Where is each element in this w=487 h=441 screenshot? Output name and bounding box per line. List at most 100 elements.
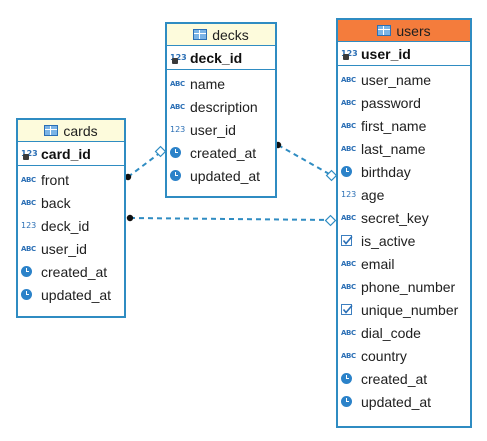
text-icon: ABC <box>341 328 356 337</box>
numeric-icon: 123 <box>341 190 357 199</box>
column-row[interactable]: 123 age <box>338 183 470 206</box>
text-icon: ABC <box>170 102 185 111</box>
column-label: last_name <box>361 140 426 157</box>
numeric-key-icon: 123 <box>170 53 187 64</box>
column-row[interactable]: ABC user_id <box>18 237 124 260</box>
table-grid-icon <box>377 25 392 36</box>
column-row[interactable]: created_at <box>338 367 470 390</box>
link-end-diamond <box>325 169 338 182</box>
clock-icon <box>170 146 187 159</box>
column-label: deck_id <box>41 217 90 234</box>
checkbox-icon <box>341 303 358 316</box>
column-label: dial_code <box>361 324 421 341</box>
column-row[interactable]: ABC dial_code <box>338 321 470 344</box>
link-end-diamond <box>154 145 167 158</box>
column-label: email <box>361 255 395 272</box>
table-header[interactable]: cards <box>18 120 124 142</box>
column-label: password <box>361 94 421 111</box>
primary-key-label: user_id <box>361 45 411 62</box>
column-row[interactable]: updated_at <box>167 164 275 187</box>
table-header[interactable]: decks <box>167 24 275 46</box>
column-row[interactable]: created_at <box>167 141 275 164</box>
text-icon: ABC <box>21 198 36 207</box>
table-header[interactable]: users <box>338 20 470 42</box>
clock-icon <box>21 288 38 301</box>
text-icon: ABC <box>341 213 356 222</box>
text-icon: ABC <box>170 79 185 88</box>
column-label: updated_at <box>190 167 261 184</box>
column-row[interactable]: ABC description <box>167 95 275 118</box>
column-label: front <box>41 171 70 188</box>
column-row[interactable]: birthday <box>338 160 470 183</box>
column-label: name <box>190 75 226 92</box>
column-row[interactable]: updated_at <box>338 390 470 413</box>
column-label: user_id <box>190 121 236 138</box>
column-label: unique_number <box>361 301 459 318</box>
link-end-diamond <box>324 214 337 227</box>
link-decks-users[interactable] <box>274 141 338 182</box>
column-label: birthday <box>361 163 411 180</box>
column-row[interactable]: ABC country <box>338 344 470 367</box>
column-label: first_name <box>361 117 427 134</box>
numeric-key-icon: 123 <box>21 149 38 160</box>
column-row[interactable]: unique_number <box>338 298 470 321</box>
column-row[interactable]: ABC phone_number <box>338 275 470 298</box>
column-row[interactable]: 123 deck_id <box>18 214 124 237</box>
column-row[interactable]: ABC user_name <box>338 68 470 91</box>
text-icon: ABC <box>341 282 356 291</box>
table-title: cards <box>63 122 98 139</box>
clock-icon <box>341 165 358 178</box>
text-icon: ABC <box>21 244 36 253</box>
checkbox-icon <box>341 234 358 247</box>
link-end-dot <box>124 173 132 181</box>
column-label: updated_at <box>41 286 112 303</box>
column-label: country <box>361 347 407 364</box>
numeric-key-icon: 123 <box>341 49 358 60</box>
primary-key-label: deck_id <box>190 49 243 66</box>
column-row[interactable]: ABC last_name <box>338 137 470 160</box>
column-label: age <box>361 186 385 203</box>
text-icon: ABC <box>341 351 356 360</box>
table-grid-icon <box>44 125 59 136</box>
table-title: decks <box>212 26 249 43</box>
column-label: description <box>190 98 258 115</box>
column-label: user_id <box>41 240 87 257</box>
column-label: user_name <box>361 71 432 88</box>
column-label: created_at <box>41 263 108 280</box>
clock-icon <box>341 395 358 408</box>
link-cards-users[interactable] <box>126 214 337 227</box>
text-icon: ABC <box>341 144 356 153</box>
link-cards-decks[interactable] <box>124 145 167 181</box>
column-row[interactable]: updated_at <box>18 283 124 306</box>
clock-icon <box>341 372 358 385</box>
column-label: created_at <box>361 370 428 387</box>
numeric-icon: 123 <box>21 221 37 230</box>
column-label: phone_number <box>361 278 456 295</box>
column-row[interactable]: is_active <box>338 229 470 252</box>
table-grid-icon <box>193 29 208 40</box>
column-label: created_at <box>190 144 257 161</box>
primary-key-label: card_id <box>41 145 91 162</box>
table-title: users <box>396 22 431 39</box>
text-icon: ABC <box>341 75 356 84</box>
column-row[interactable]: created_at <box>18 260 124 283</box>
clock-icon <box>170 169 187 182</box>
column-row[interactable]: ABC name <box>167 72 275 95</box>
